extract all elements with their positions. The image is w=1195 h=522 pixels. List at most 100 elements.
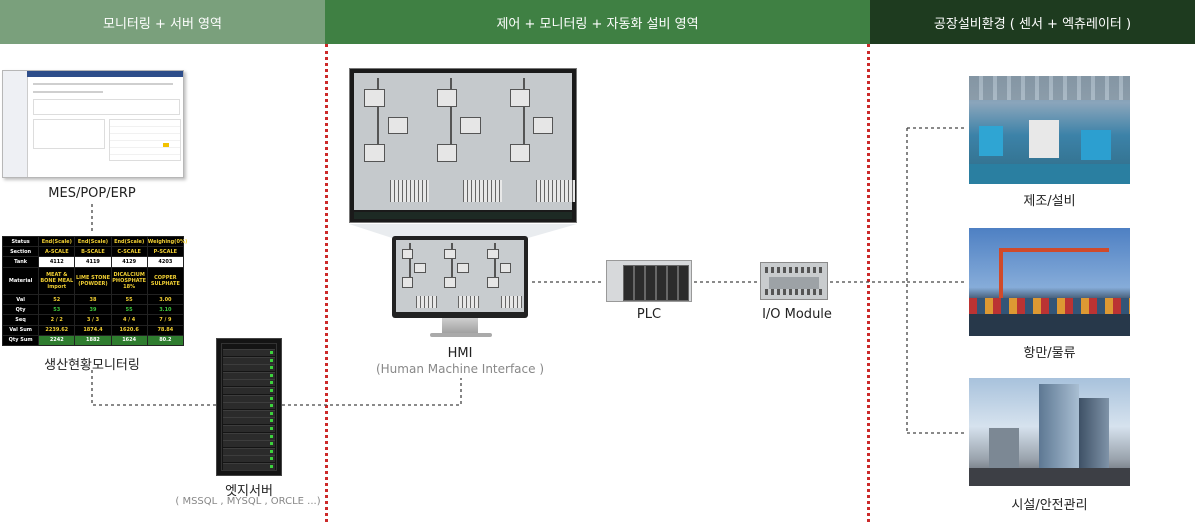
monitor-cell: B-SCALE [74,246,112,258]
monitor-row-header: Section [1,246,40,258]
monitor-cell: 2239.62 [38,324,76,336]
server-slot [223,379,275,387]
server-slot [223,402,275,410]
zone-header-factory-environment: 공장설비환경 ( 센서 + 엑츄레이터 ) [870,0,1195,44]
hmi-pipe [450,78,453,154]
hmi-monitor-icon [392,236,528,318]
hmi-tank [387,116,408,135]
monitor-cell: DICALCIUM PHOSPHATE 18% [110,266,148,296]
server-led [270,411,273,415]
hmi-tank [401,277,414,288]
io-module-device-icon [760,262,828,300]
monitor-cell: 3.10 [146,304,185,316]
hmi-tank [509,144,530,162]
plc-module [656,265,667,301]
monitor-cell: 4129 [110,256,148,268]
server-slot [223,394,275,402]
hmi-tank [437,144,458,162]
monitor-cell: 4119 [74,256,112,268]
monitor-cell: 2 / 2 [38,314,76,326]
monitor-cell: C-SCALE [110,246,148,258]
monitor-cell: 7 / 9 [146,314,185,326]
monitor-row-header: Status [1,235,40,248]
manufacturing-photo [969,76,1130,184]
monitor-cell: 80.2 [146,334,185,347]
monitor-cell: End(Scale) [38,235,76,248]
server-led [270,389,273,392]
server-slot [223,455,275,463]
hmi-pipe [377,78,380,154]
monitor-cell: 55 [110,294,148,306]
io-module-label: I/O Module [762,307,832,322]
monitor-cell: 38 [74,294,112,306]
line-server-hmi [282,378,462,406]
server-led [270,442,273,446]
plc-module [634,265,645,301]
edge-server-sublabel: ( MSSQL , MYSQL , ORCLE ...) [175,496,321,507]
server-slot [223,417,275,425]
hmi-tank [509,89,530,108]
port-logistics-photo [969,228,1130,336]
hmi-sublabel: (Human Machine Interface ) [375,362,545,376]
monitor-cell: End(Scale) [110,235,148,248]
server-slot [223,356,275,364]
server-slot [223,364,275,372]
server-led [270,396,273,400]
hmi-tank [414,263,426,274]
server-led [270,358,273,362]
server-led [270,404,273,408]
monitor-cell: 52 [38,294,76,306]
monitor-cell: 4 / 4 [110,314,148,326]
plc-module [678,265,689,301]
zone-divider-left [325,44,328,522]
hmi-bins [500,296,522,308]
plc-device-icon [606,260,692,302]
monitor-cell: 1624 [110,334,148,347]
monitor-row-header: Val Sum [1,324,40,336]
monitor-row-header: Qty [1,304,40,316]
monitor-cell: 3 / 3 [74,314,112,326]
zone-header-control-monitoring: 제어 + 모니터링 + 자동화 설비 영역 [325,0,870,44]
hmi-tank [486,277,499,288]
hmi-pipe [408,242,411,283]
hmi-pipe [493,242,496,283]
plc-module [645,265,656,301]
hmi-screen-detail [349,68,577,223]
hmi-tank [444,248,457,260]
production-monitoring-label: 생산현황모니터링 [44,358,140,373]
zone-divider-right [867,44,870,522]
monitor-row-header: Qty Sum [1,334,40,347]
monitor-cell: 1620.6 [110,324,148,336]
server-slot [223,440,275,448]
monitor-cell: P-SCALE [146,246,185,258]
hmi-zoom-cone [349,224,577,238]
hmi-tank [486,248,499,260]
facility-safety-label: 시설/안전관리 [1011,498,1088,513]
server-slot [223,463,275,470]
monitor-cell: 4203 [146,256,185,268]
monitor-cell: 55 [110,304,148,316]
monitor-cell: 78.84 [146,324,185,336]
line-monitor-server [91,370,216,406]
monitor-cell: 1874.4 [74,324,112,336]
monitor-cell: Weighing(0%) [146,235,187,248]
monitor-row-header: Material [1,266,40,296]
hmi-bins [415,296,437,308]
monitor-cell: End(Scale) [74,235,112,248]
server-slot [223,387,275,394]
monitor-cell: MEAT & BONE MEAL import [38,266,76,296]
port-logistics-label: 항만/물류 [1023,346,1076,361]
monitor-row-header: Val [1,294,40,306]
server-led [270,373,273,377]
hmi-tank [437,89,458,108]
server-led [270,465,273,468]
